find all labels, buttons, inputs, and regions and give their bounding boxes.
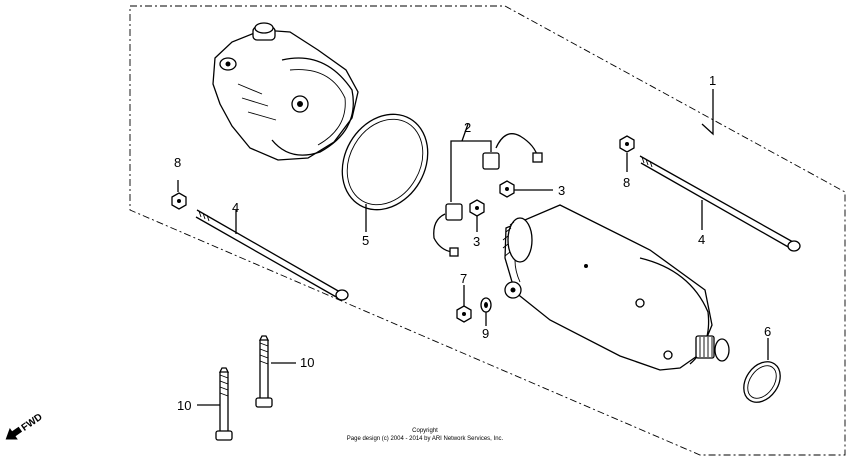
leader-lines <box>177 89 769 406</box>
callout-10-lower: 10 <box>177 398 191 413</box>
callout-5: 5 <box>362 233 369 248</box>
washer-9[interactable] <box>480 297 492 313</box>
brush-holder-set[interactable] <box>433 133 543 257</box>
nut-8-left[interactable] <box>171 192 187 210</box>
nut-3b[interactable] <box>469 199 485 217</box>
copyright-line-1: Copyright <box>412 428 438 434</box>
callout-8-left: 8 <box>174 155 181 170</box>
fwd-arrow: FWD <box>5 412 45 440</box>
callout-1: 1 <box>709 73 716 88</box>
o-ring-small[interactable] <box>736 355 787 409</box>
through-bolt-right[interactable] <box>639 155 801 252</box>
through-bolt-left[interactable] <box>195 209 349 301</box>
nut-3a[interactable] <box>499 180 515 198</box>
callout-4-left: 4 <box>232 200 239 215</box>
bolt-10-upper[interactable] <box>255 335 273 408</box>
fwd-label: FWD <box>20 412 45 434</box>
assembly-boundary <box>129 5 846 456</box>
callout-8-right: 8 <box>623 175 630 190</box>
copyright-line-2: Page design (c) 2004 - 2014 by ARI Netwo… <box>347 436 504 442</box>
callout-6: 6 <box>764 324 771 339</box>
fwd-arrow-icon <box>5 426 23 440</box>
bolt-10-lower[interactable] <box>215 367 233 441</box>
callout-4-right: 4 <box>698 232 705 247</box>
o-ring-large[interactable] <box>325 99 444 226</box>
callout-9: 9 <box>482 326 489 341</box>
callout-10-upper: 10 <box>300 355 314 370</box>
callout-2: 2 <box>464 120 471 135</box>
callout-3-right: 3 <box>558 183 565 198</box>
nut-8-right[interactable] <box>619 135 635 153</box>
callout-3-lower: 3 <box>473 234 480 249</box>
starter-motor[interactable] <box>502 204 730 371</box>
front-cover-housing[interactable] <box>212 22 359 161</box>
callout-7: 7 <box>460 271 467 286</box>
nut-7[interactable] <box>456 305 472 323</box>
